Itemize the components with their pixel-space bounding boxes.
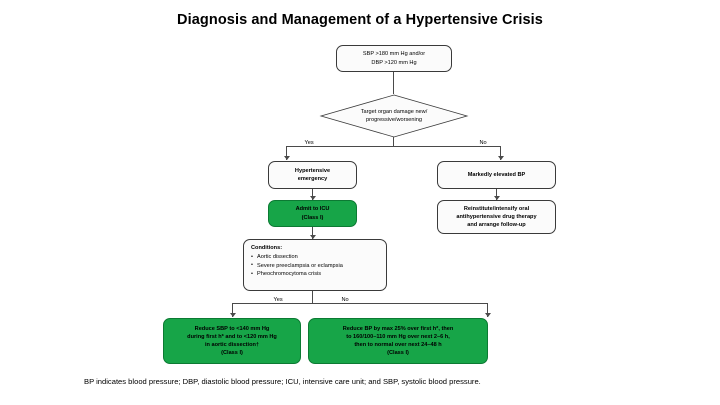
conditions-items: Aortic dissection Severe preeclampsia or… (251, 253, 379, 279)
node-decision1-line1: Target organ damage new/ (360, 108, 428, 115)
arrowhead-decision1-no (497, 156, 504, 160)
node-conditions-list: Conditions: Aortic dissection Severe pre… (243, 239, 387, 291)
node-oral-therapy-line1: Reinstitute/intensify oral (463, 205, 530, 212)
node-outcome-left-line1: Reduce SBP to <140 mm Hg (194, 325, 270, 332)
edge-admit-icu-to-conditions (312, 227, 313, 239)
condition-item: Severe preeclampsia or eclampsia (251, 261, 379, 270)
footnote-abbreviations: BP indicates blood pressure; DBP, diasto… (84, 377, 481, 386)
edge-start-to-decision1 (393, 72, 394, 94)
condition-item: Aortic dissection (251, 253, 379, 262)
node-start-criteria-line1: SBP >180 mm Hg and/or (362, 51, 426, 58)
node-outcome-right-line3: then to normal over next 24–48 h (354, 342, 442, 348)
branch-label-decision1-yes: Yes (303, 140, 316, 146)
edge-decision1-stub (393, 137, 394, 146)
node-start-criteria: SBP >180 mm Hg and/or DBP >120 mm Hg (336, 45, 452, 72)
node-hypertensive-emergency-line2: emergency (297, 176, 328, 182)
arrowhead-outcome-right (484, 313, 491, 317)
edge-emergency-to-admit-icu (312, 189, 313, 200)
edge-markedly-to-oral-therapy (496, 189, 497, 200)
branch-label-decision2-yes: Yes (272, 297, 285, 303)
node-admit-to-icu-line2: (Class I) (301, 214, 324, 221)
arrowhead-admit-icu (309, 196, 316, 200)
branch-label-decision1-no: No (478, 140, 489, 146)
node-oral-therapy-line2: antihypertensive drug therapy (456, 213, 537, 220)
branch-label-decision2-no: No (340, 297, 351, 303)
node-outcome-right-line1: Reduce BP by max 25% over first h*, then (342, 325, 454, 332)
node-decision1-line2: progressive/worsening (366, 117, 422, 123)
edge-decision1-bus (286, 146, 501, 147)
node-markedly-elevated-bp: Markedly elevated BP (437, 161, 556, 189)
node-hypertensive-emergency-line1: Hypertensive (294, 167, 331, 174)
node-conditions-header: Conditions: (251, 245, 283, 251)
node-outcome-gradual-reduction: Reduce BP by max 25% over first h*, then… (308, 318, 488, 364)
arrowhead-conditions (309, 235, 316, 239)
node-hypertensive-emergency: Hypertensive emergency (268, 161, 357, 189)
node-decision-target-organ-damage: Target organ damage new/ progressive/wor… (319, 94, 469, 138)
node-outcome-left-line3: in aortic dissection† (204, 342, 260, 348)
edge-decision1-no-drop (500, 146, 501, 160)
node-outcome-left-line4: (Class I) (221, 350, 243, 357)
node-oral-antihypertensive-therapy: Reinstitute/intensify oral antihypertens… (437, 200, 556, 234)
node-admit-to-icu-line1: Admit to ICU (295, 206, 330, 213)
node-outcome-right-line2: to 160/100–110 mm Hg over next 2–6 h, (346, 333, 450, 340)
node-outcome-aortic-dissection: Reduce SBP to <140 mm Hg during first h*… (163, 318, 301, 364)
flowchart: SBP >180 mm Hg and/or DBP >120 mm Hg Tar… (0, 40, 720, 370)
edge-conditions-yes-drop (232, 303, 233, 317)
node-markedly-elevated-bp-label: Markedly elevated BP (467, 171, 526, 178)
condition-item: Pheochromocytoma crisis (251, 270, 379, 279)
edge-conditions-bus (232, 303, 488, 304)
node-oral-therapy-line3: and arrange follow-up (467, 222, 526, 229)
node-outcome-left-line2: during first h* and to <120 mm Hg (187, 333, 277, 340)
arrowhead-decision1-yes (283, 156, 290, 160)
node-outcome-right-line4: (Class I) (387, 350, 409, 357)
arrowhead-oral-therapy (493, 196, 500, 200)
page-title: Diagnosis and Management of a Hypertensi… (177, 12, 543, 28)
diamond-shape (319, 94, 469, 138)
arrowhead-outcome-left (229, 313, 236, 317)
node-admit-to-icu: Admit to ICU (Class I) (268, 200, 357, 227)
node-start-criteria-line2: DBP >120 mm Hg (371, 59, 417, 66)
edge-decision1-yes-drop (286, 146, 287, 160)
edge-conditions-no-drop (487, 303, 488, 317)
edge-conditions-stub (312, 291, 313, 303)
